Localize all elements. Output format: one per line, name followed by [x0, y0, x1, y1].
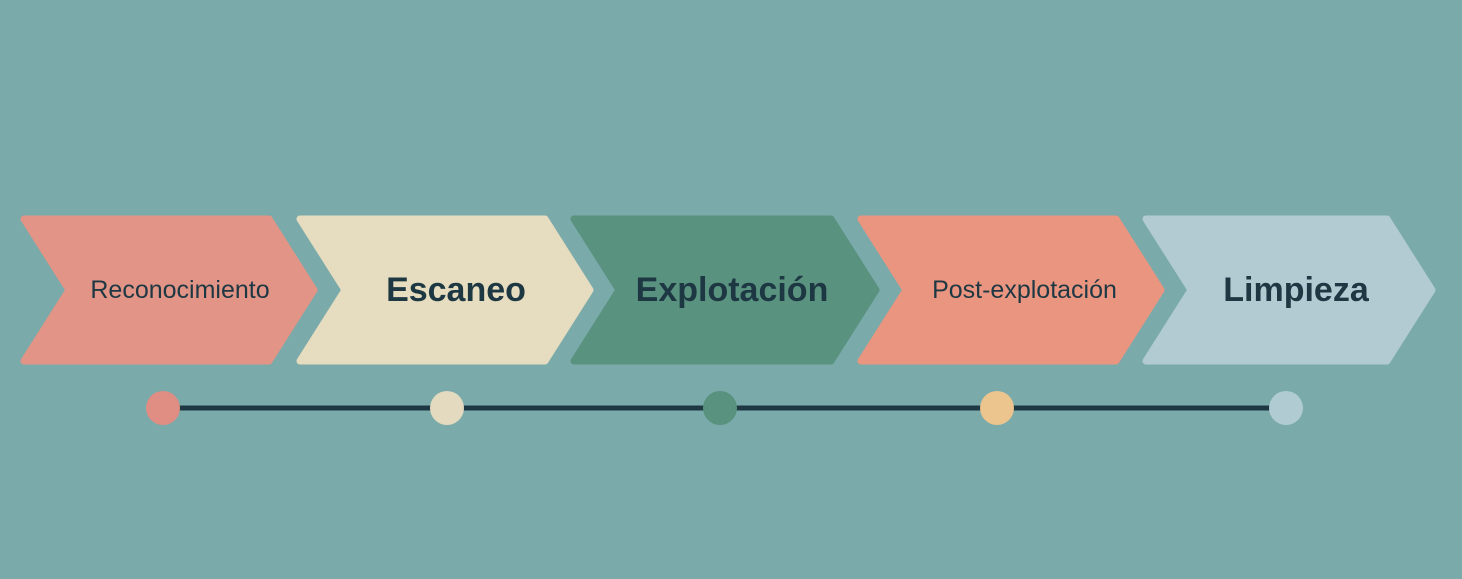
timeline-dot-post-explotacion [980, 391, 1014, 425]
step-label-explotacion: Explotación [635, 270, 829, 309]
step-label-escaneo: Escaneo [386, 270, 526, 309]
timeline-dot-reconocimiento [146, 391, 180, 425]
chevron-reconocimiento [20, 215, 318, 365]
step-label-reconocimiento: Reconocimiento [90, 275, 270, 304]
timeline-dot-limpieza [1269, 391, 1303, 425]
step-label-post-explotacion: Post-explotación [932, 275, 1117, 304]
chevron-post-explotacion [857, 215, 1165, 365]
chevron-escaneo [296, 215, 594, 365]
timeline-dot-explotacion [703, 391, 737, 425]
timeline-dot-escaneo [430, 391, 464, 425]
chevron-explotacion [570, 215, 880, 365]
chevron-limpieza [1142, 215, 1436, 365]
step-label-limpieza: Limpieza [1223, 270, 1369, 309]
